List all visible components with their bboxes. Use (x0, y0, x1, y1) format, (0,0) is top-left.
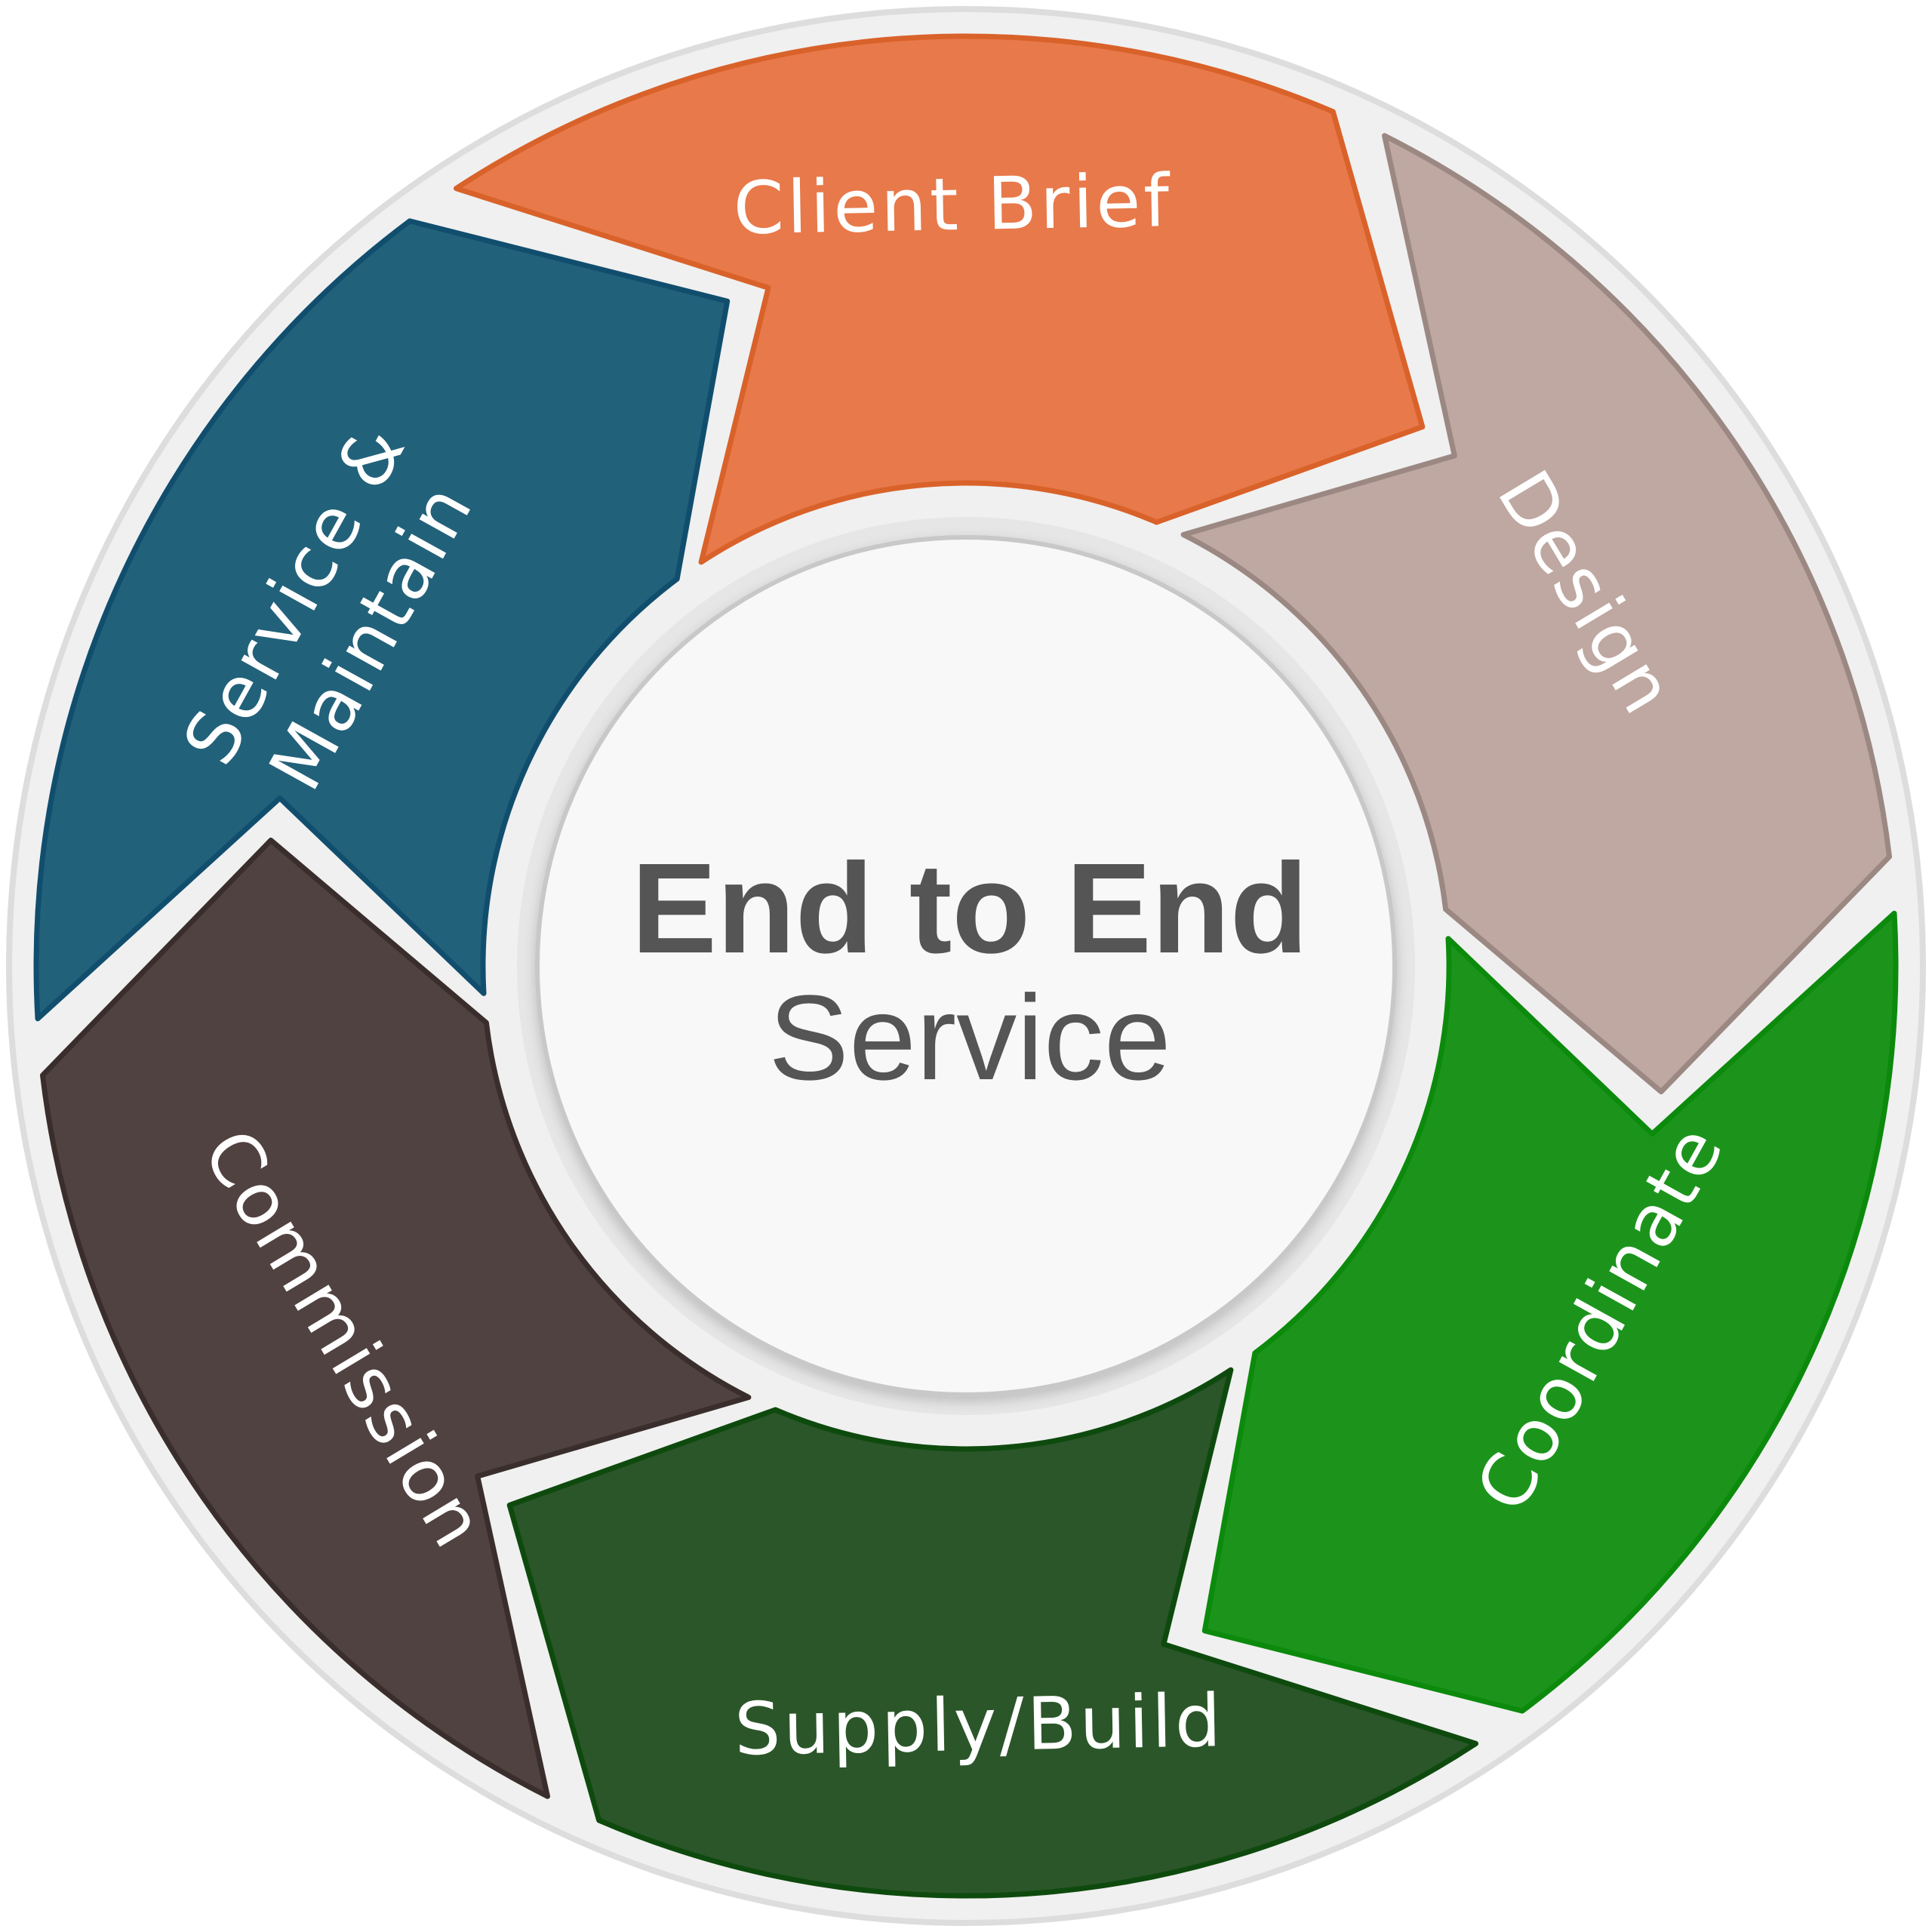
center-circle (535, 535, 1397, 1397)
center-title: End to End (631, 837, 1308, 980)
segment-label: Supply/Build (734, 1678, 1224, 1771)
segment-client-brief (454, 33, 1426, 565)
segment-label: Client Brief (733, 158, 1173, 251)
segment-coordinate (1201, 910, 1899, 1714)
center-subtitle: Service (768, 970, 1171, 1105)
segment-commission (40, 837, 752, 1799)
segment-design (1180, 133, 1892, 1095)
segment-label-group: Client Brief (733, 158, 1173, 251)
segment-label-group: Supply/Build (734, 1678, 1224, 1771)
cycle-segments (33, 33, 1899, 1899)
segment-service (33, 218, 731, 1022)
segment-supply-build (506, 1367, 1478, 1899)
